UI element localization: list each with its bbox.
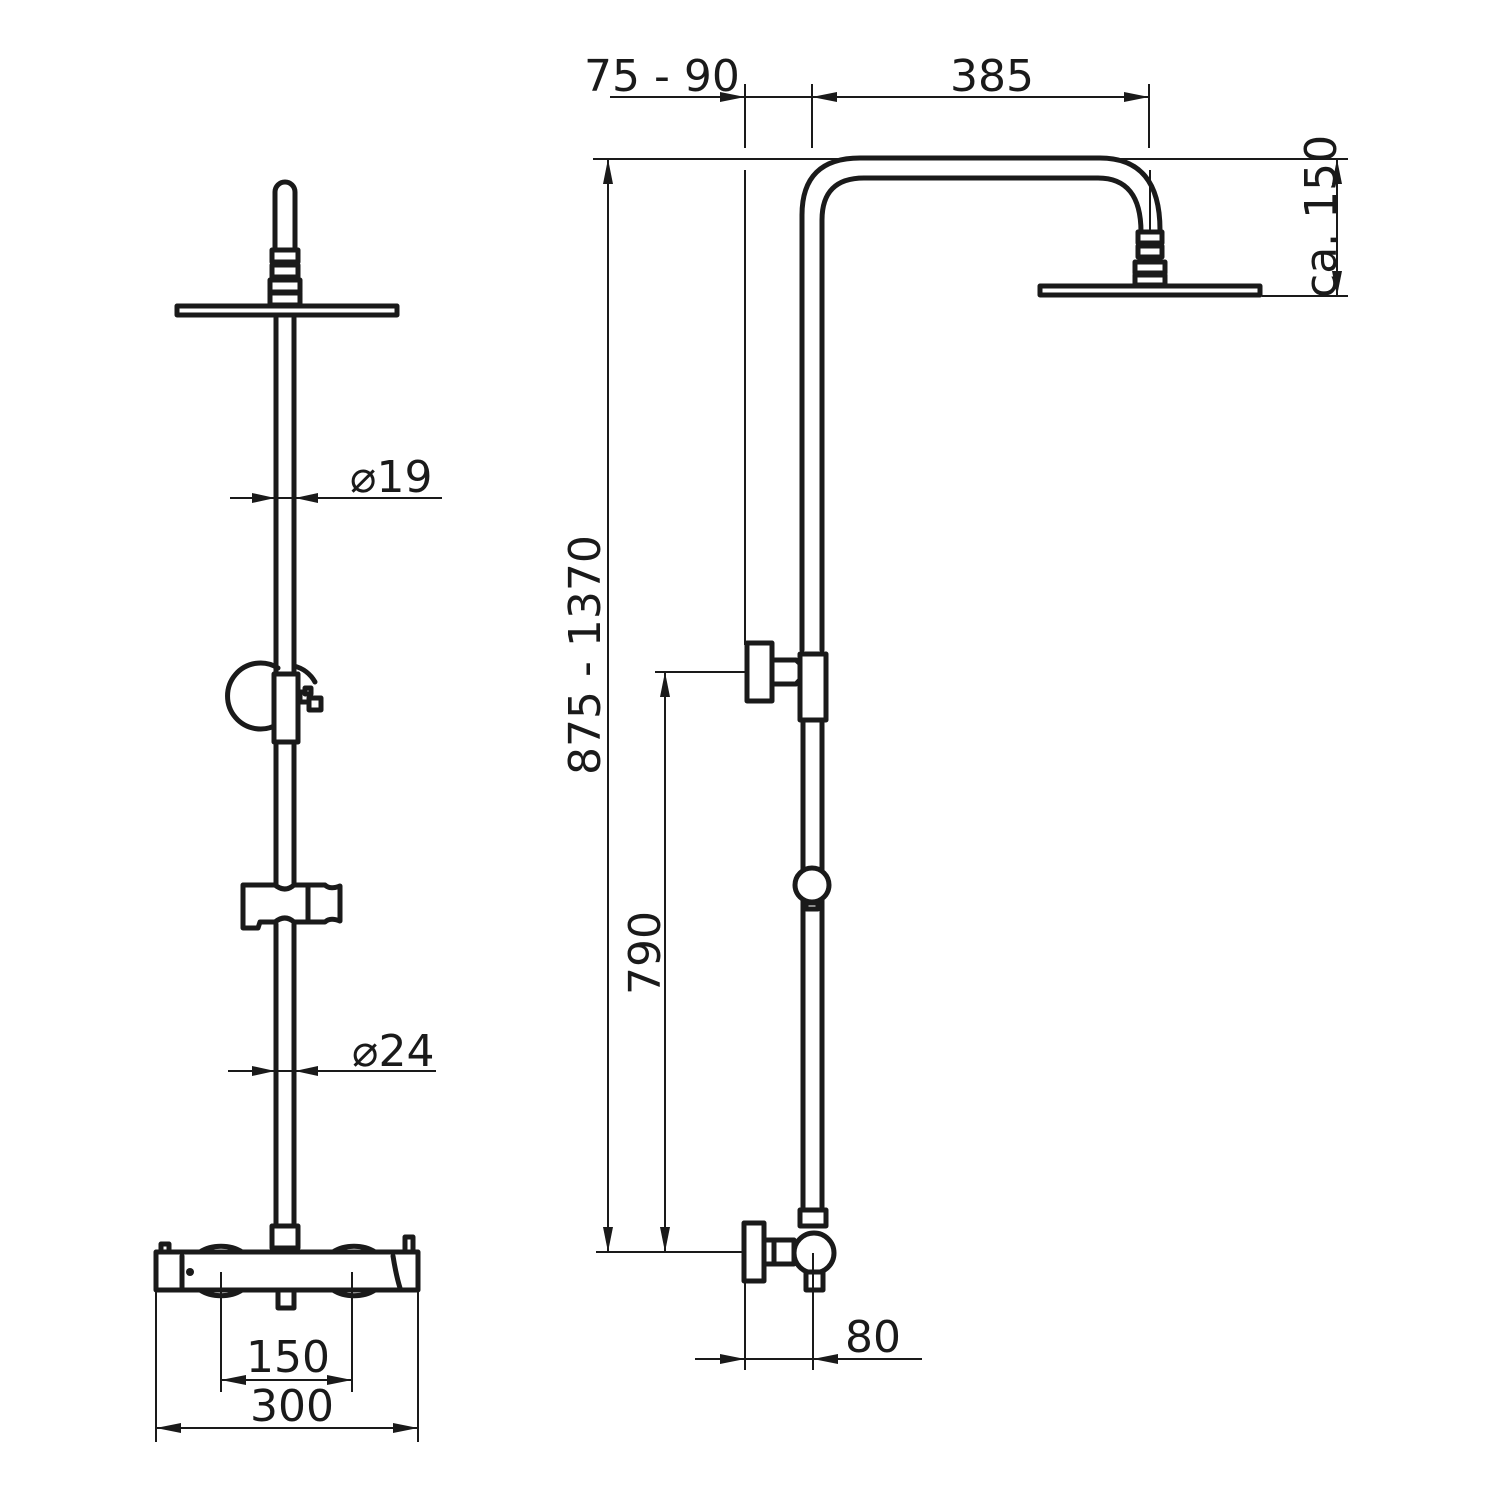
valve-knob-left <box>197 1243 245 1255</box>
connector-ring <box>269 247 301 265</box>
shower-head-plate-side <box>1037 283 1263 298</box>
front-view <box>153 179 442 1442</box>
shower-arm-outer <box>799 155 1163 653</box>
diverter-body <box>271 671 301 745</box>
dim-valve-spacing: 150 <box>246 1332 330 1383</box>
valve-knob-right <box>330 1243 378 1255</box>
shower-head-plate <box>174 303 400 318</box>
wall-bracket-plate <box>744 640 775 704</box>
dim-head-height: ca. 150 <box>1296 134 1347 298</box>
bracket-clamp <box>797 651 829 723</box>
outlet <box>275 1287 297 1311</box>
dim-bracket-height: 790 <box>620 911 671 995</box>
rail-connector <box>269 1223 301 1251</box>
shower-arm-inner <box>819 175 1144 653</box>
thermostat-body <box>153 1249 421 1293</box>
valve-wall-plate <box>741 1220 767 1284</box>
slider-knob <box>792 865 832 905</box>
dim-rail-diameter-lower: ⌀24 <box>352 1026 435 1077</box>
shower-arm-top <box>272 179 298 268</box>
connector-ring <box>267 277 303 295</box>
wall-bracket-disc <box>225 660 281 732</box>
slider-holder <box>240 882 311 931</box>
dim-arm-projection: 385 <box>950 51 1034 102</box>
connector-ring <box>267 290 303 308</box>
side-view <box>593 84 1348 1370</box>
dim-rail-diameter-upper: ⌀19 <box>350 452 433 503</box>
dim-valve-offset: 80 <box>845 1312 901 1363</box>
dim-total-height: 875 - 1370 <box>560 535 611 775</box>
connector-ring <box>269 262 301 280</box>
dim-wall-offset: 75 - 90 <box>584 51 740 102</box>
dim-thermostat-width: 300 <box>250 1381 334 1432</box>
